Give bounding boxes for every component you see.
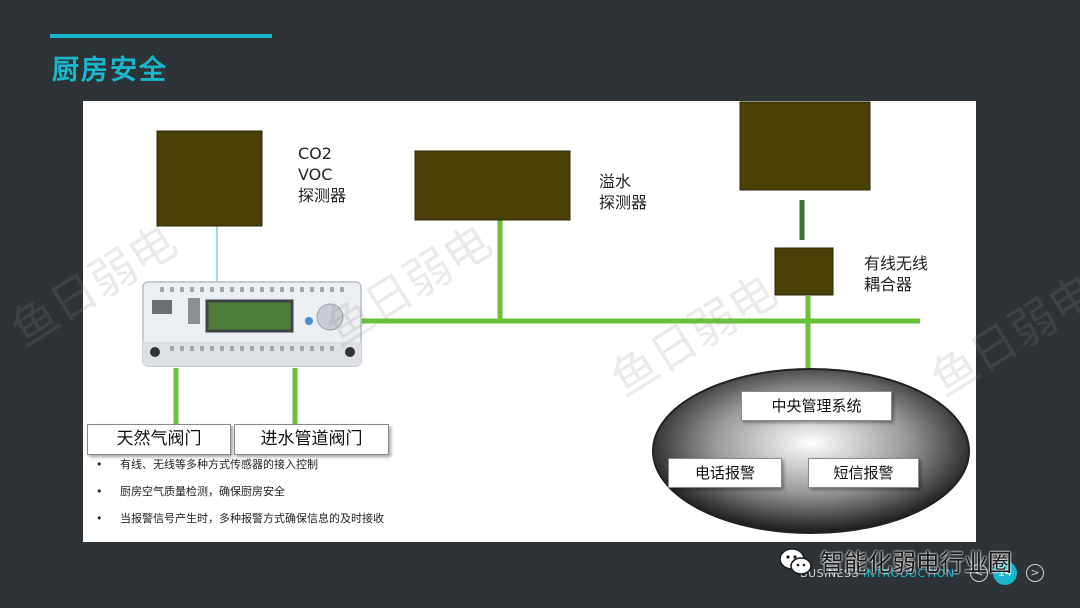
controller-terminals <box>160 287 344 351</box>
controller-device <box>142 281 362 367</box>
bullet-item: 厨房空气质量检测，确保厨房安全 <box>96 481 384 508</box>
wechat-icon <box>779 548 812 575</box>
water-valve-box: 进水管道阀门 <box>234 424 389 455</box>
prev-arrow-icon[interactable]: < <box>970 564 988 582</box>
overflow-label: 溢水 探测器 <box>599 172 648 212</box>
page-title: 厨房安全 <box>52 55 168 86</box>
gas-valve-box: 天然气阀门 <box>87 424 231 455</box>
title-accent-line <box>50 34 272 38</box>
central-management-box: 中央管理系统 <box>741 391 892 421</box>
bullet-item: 有线、无线等多种方式传感器的接入控制 <box>96 454 384 481</box>
coupler-label: 有线无线 耦合器 <box>864 254 929 294</box>
bullet-item: 当报警信号产生时，多种报警方式确保信息的及时接收 <box>96 508 384 535</box>
wireless-device <box>739 101 871 191</box>
feature-bullet-list: 有线、无线等多种方式传感器的接入控制 厨房空气质量检测，确保厨房安全 当报警信号… <box>96 454 384 535</box>
co2-label: CO2 VOC 探测器 <box>298 144 347 205</box>
co2-voc-detector <box>156 130 263 227</box>
sms-alarm-box: 短信报警 <box>808 458 919 488</box>
wechat-account-name: 智能化弱电行业圈 <box>820 549 1012 577</box>
footer-business-introduction: BUSINESS INTRODUCTION <box>800 567 955 580</box>
overflow-detector <box>414 150 571 221</box>
page-number: 14 <box>993 561 1017 585</box>
wired-wireless-coupler <box>774 247 834 296</box>
next-arrow-icon[interactable]: > <box>1026 564 1044 582</box>
phone-alarm-box: 电话报警 <box>668 458 782 488</box>
